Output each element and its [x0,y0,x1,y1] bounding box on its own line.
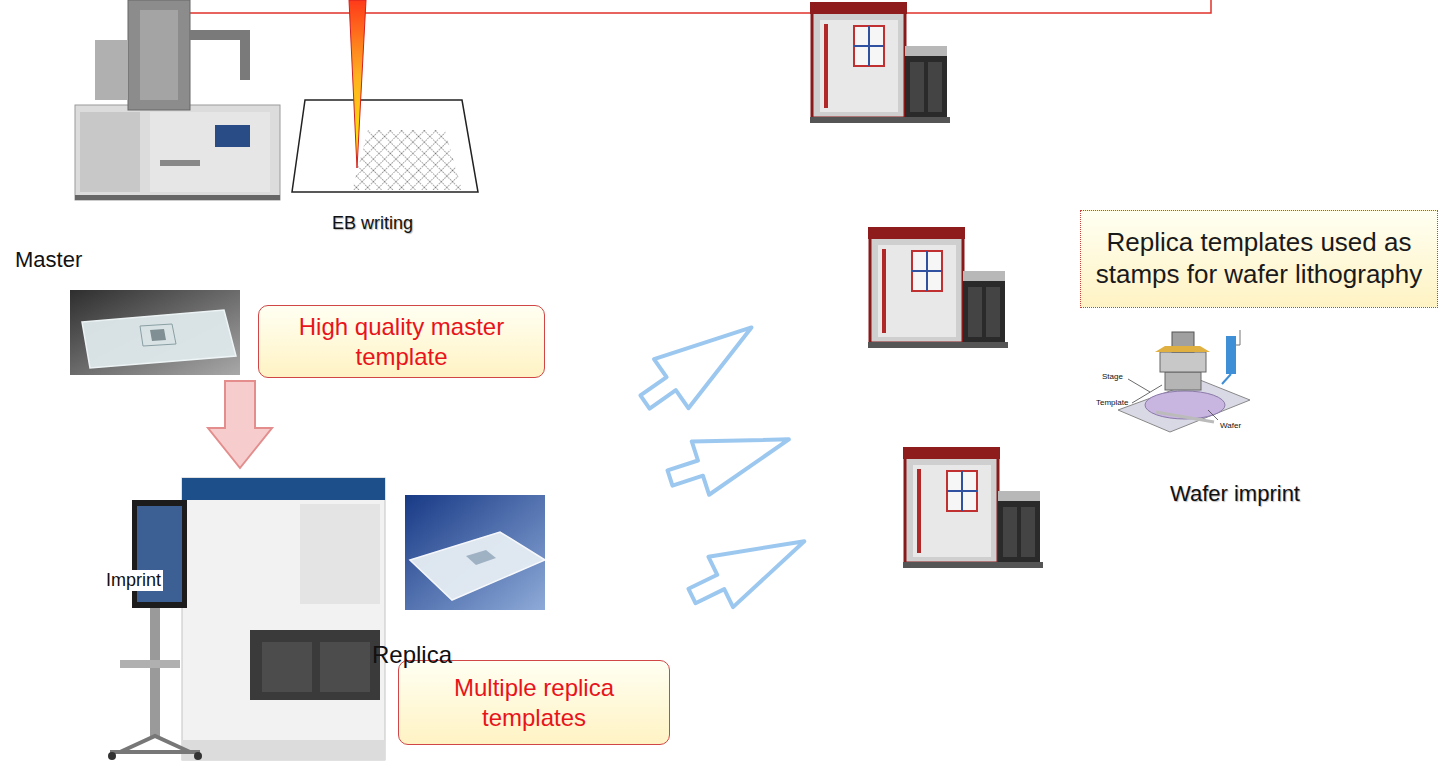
note-box: Replica templates used as stamps for waf… [1080,210,1438,308]
master-template-photo [70,290,240,375]
callout-box: High quality master template [258,305,545,378]
production-tool [868,227,1008,348]
caption-label: Wafer imprint [1170,481,1300,506]
imprint-tool [108,478,385,760]
replica-template-photo [405,495,545,610]
part-label: Imprint [104,570,163,591]
box-text: Multiple replica templates [411,673,657,732]
eb-writer [75,0,280,200]
down-arrow [208,381,272,468]
production-tool [903,447,1043,568]
fan-out-arrows [628,303,817,621]
figure-label: Template [1096,398,1128,407]
figure-label: Stage [1102,372,1123,381]
part-label: Replica [372,641,452,669]
production-tool [810,2,950,123]
wafer-imprint-sketch [1118,330,1250,432]
caption-label: EB writing [332,213,413,234]
box-text: High quality master template [271,312,532,371]
box-text: Replica templates used as stamps for waf… [1093,227,1425,290]
callout-box: Multiple replica templates [398,660,670,745]
figure-label: Wafer [1220,421,1241,430]
eb-writing-sketch [292,0,478,192]
part-label: Master [15,247,82,272]
